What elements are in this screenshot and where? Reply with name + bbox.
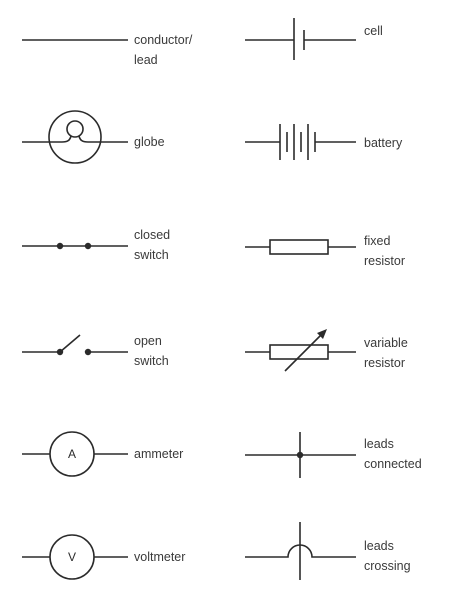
leads-connected-label: leads connected <box>364 434 422 474</box>
fixed-resistor-label-line1: fixed <box>364 234 391 248</box>
open-switch-label: open switch <box>134 331 169 371</box>
voltmeter-symbol: V <box>22 534 128 580</box>
variable-resistor-label-line1: variable <box>364 336 408 350</box>
closed-switch-label: closed switch <box>134 225 170 265</box>
leads-crossing-label-line2: crossing <box>364 559 411 573</box>
battery-symbol <box>245 124 356 160</box>
battery-label: battery <box>364 136 403 150</box>
fixed-resistor-symbol <box>245 239 356 255</box>
leads-crossing-label: leads crossing <box>364 536 411 576</box>
leads-connected-symbol <box>245 432 356 478</box>
ammeter-letter: A <box>68 447 76 461</box>
fixed-resistor-label-line2: resistor <box>364 254 405 268</box>
conductor-label: conductor/ lead <box>134 30 192 70</box>
cell-label: cell <box>364 24 383 38</box>
variable-resistor-symbol <box>245 329 356 372</box>
conductor-label-line1: conductor/ <box>134 33 193 47</box>
variable-resistor-label-line2: resistor <box>364 356 405 370</box>
ammeter-label: ammeter <box>134 447 184 461</box>
ammeter-symbol: A <box>22 431 128 477</box>
closed-switch-symbol <box>22 242 128 250</box>
leads-crossing-symbol <box>245 522 356 580</box>
voltmeter-label: voltmeter <box>134 550 186 564</box>
closed-switch-label-line1: closed <box>134 228 171 242</box>
fixed-resistor-label: fixed resistor <box>364 231 405 271</box>
leads-crossing-label-line1: leads <box>364 539 394 553</box>
open-switch-label-line1: open <box>134 334 162 348</box>
open-switch-symbol <box>22 334 128 356</box>
variable-resistor-label: variable resistor <box>364 333 408 373</box>
conductor-label-line2: lead <box>134 53 158 67</box>
leads-connected-label-line1: leads <box>364 437 394 451</box>
globe-label: globe <box>134 135 165 149</box>
open-switch-label-line2: switch <box>134 354 169 368</box>
cell-symbol <box>245 18 356 60</box>
leads-connected-label-line2: connected <box>364 457 422 471</box>
closed-switch-label-line2: switch <box>134 248 169 262</box>
globe-symbol <box>22 110 128 164</box>
voltmeter-letter: V <box>68 550 76 564</box>
